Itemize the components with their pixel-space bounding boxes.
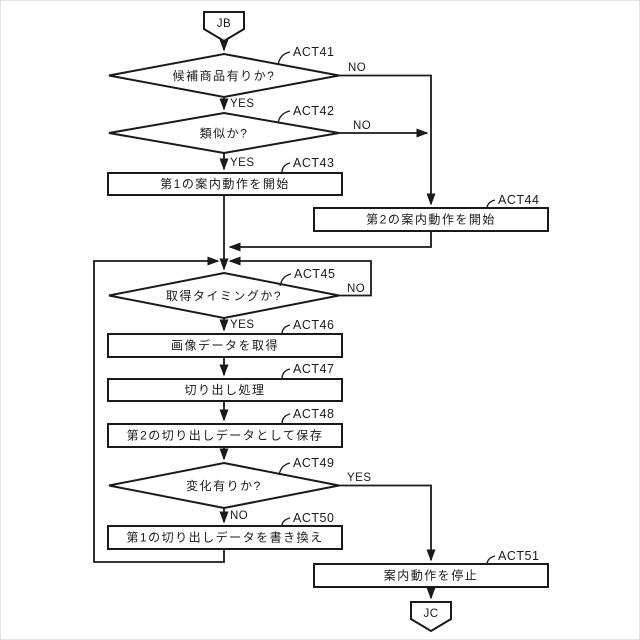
act42-tag: ACT42 [293, 104, 334, 118]
act50-leader-line [281, 517, 291, 527]
start-connector-label: JB [217, 18, 231, 30]
act42-no-label: NO [353, 120, 371, 132]
act48-tag: ACT48 [293, 407, 334, 421]
act47-leader-line [281, 368, 291, 380]
edge-act44-merge [228, 231, 432, 252]
decision-act49-shape [108, 461, 340, 510]
act45-yes-label: YES [230, 319, 255, 331]
act42-yes-label: YES [230, 157, 255, 169]
act45-leader-line [279, 273, 292, 287]
process-act43-shape [107, 172, 343, 196]
decision-act41-text: 候補商品有りか? [173, 68, 276, 83]
process-act44: 第2の案内動作を開始 ACT44 [313, 193, 549, 232]
act41-tag: ACT41 [293, 45, 334, 59]
act44-tag: ACT44 [498, 193, 539, 207]
flow-edges [93, 39, 436, 600]
act46-leader-line [281, 324, 291, 335]
process-act50: 第1の切り出しデータを書き換え ACT50 [107, 511, 343, 550]
act51-leader-line [486, 555, 496, 566]
decision-act41-shape [108, 52, 340, 99]
act41-leader-line [277, 51, 291, 66]
decision-act42-text: 類似か? [200, 127, 249, 141]
process-act43: 第1の案内動作を開始 ACT43 [107, 156, 343, 196]
act45-no-label: NO [347, 283, 365, 295]
act49-yes-label: YES [347, 472, 372, 484]
edge-act49-yes-to-act51 [339, 484, 436, 562]
act49-leader-line [278, 462, 291, 476]
decision-act45: 取得タイミングか? ACT45 NO YES [108, 267, 365, 331]
decision-act49: 変化有りか? ACT49 YES NO [108, 456, 372, 522]
act44-leader-line [486, 199, 496, 210]
decision-act42-shape [108, 111, 340, 155]
act43-tag: ACT43 [293, 156, 334, 170]
start-connector: JB [203, 11, 245, 43]
process-act51: 案内動作を停止 ACT51 [313, 549, 549, 588]
edge-act41-no-to-act44 [339, 74, 436, 206]
process-act51-text: 案内動作を停止 [384, 568, 479, 583]
process-act43-text: 第1の案内動作を開始 [160, 176, 290, 191]
process-act47-text: 切り出し処理 [184, 383, 265, 397]
decision-act42: 類似か? ACT42 NO YES [108, 104, 371, 169]
act49-no-label: NO [230, 510, 248, 522]
process-act51-shape [313, 563, 549, 588]
process-act48: 第2の切り出しデータとして保存 ACT48 [107, 407, 343, 448]
act43-leader-line [281, 162, 291, 174]
process-act47: 切り出し処理 ACT47 [107, 362, 343, 402]
process-act44-shape [313, 207, 549, 232]
end-connector: JC [410, 601, 452, 633]
process-act48-text: 第2の切り出しデータとして保存 [127, 428, 324, 443]
act48-leader-line [281, 413, 291, 425]
process-act48-shape [107, 423, 343, 448]
edge-act50-loop [93, 256, 225, 563]
decision-act49-text: 変化有りか? [186, 478, 262, 493]
end-connector-shape [410, 601, 452, 633]
edge-act45-no-loop [228, 256, 372, 297]
act46-tag: ACT46 [293, 318, 334, 332]
decision-act45-shape [108, 271, 340, 320]
act51-tag: ACT51 [498, 549, 539, 563]
act41-no-label: NO [348, 62, 366, 74]
process-act46-text: 画像データを取得 [171, 338, 279, 353]
act45-tag: ACT45 [294, 267, 335, 281]
decision-act41: 候補商品有りか? ACT41 NO YES [108, 45, 366, 110]
act47-tag: ACT47 [293, 362, 334, 376]
process-act46-shape [107, 333, 343, 358]
act41-yes-label: YES [230, 98, 255, 110]
end-connector-label: JC [423, 608, 438, 620]
decision-act45-text: 取得タイミングか? [166, 288, 282, 303]
start-connector-shape [203, 11, 245, 43]
act42-leader-line [277, 110, 291, 124]
act49-tag: ACT49 [293, 456, 334, 470]
act50-tag: ACT50 [293, 511, 334, 525]
process-act44-text: 第2の案内動作を開始 [366, 212, 496, 227]
process-act46: 画像データを取得 ACT46 [107, 318, 343, 358]
process-act47-shape [107, 378, 343, 402]
process-act50-shape [107, 525, 343, 550]
process-act50-text: 第1の切り出しデータを書き換え [126, 530, 323, 545]
